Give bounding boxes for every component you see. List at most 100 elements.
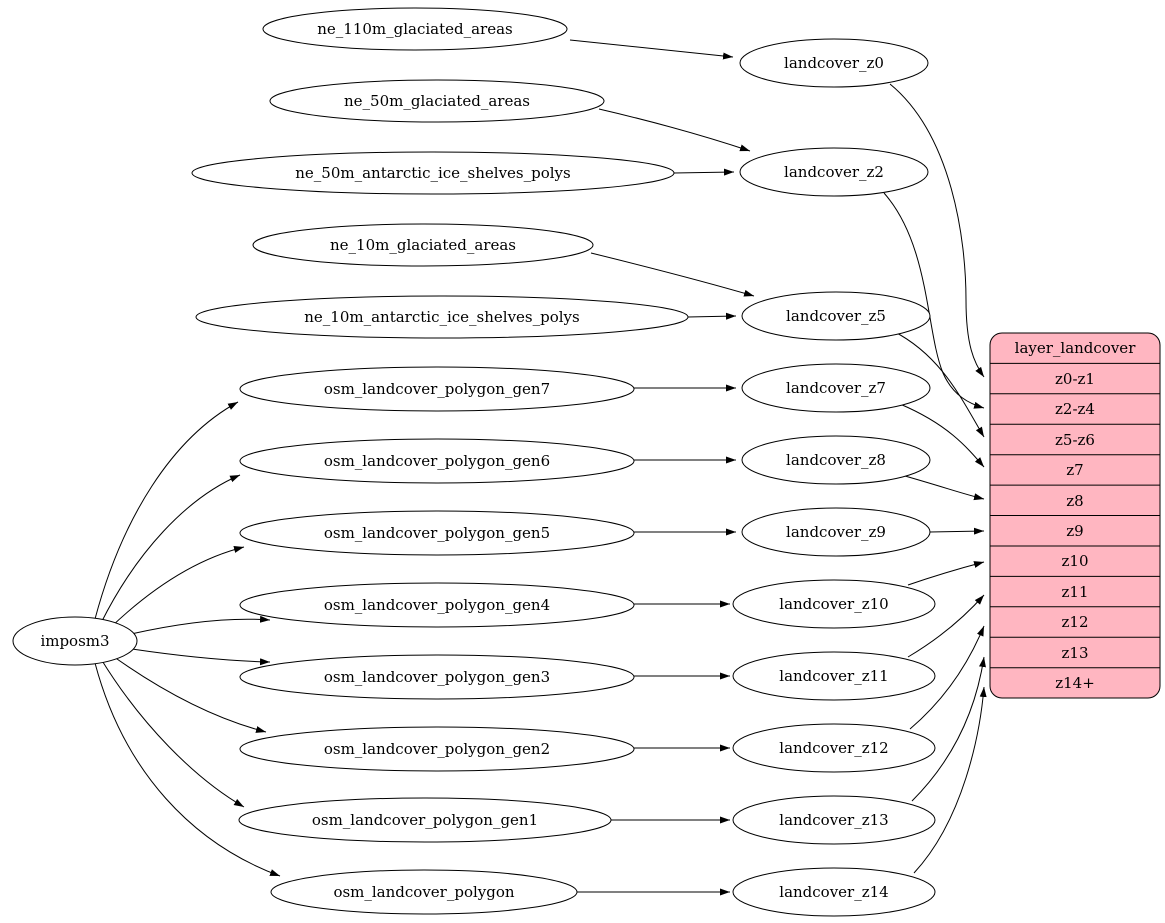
node-landcover_z10: landcover_z10 (732, 579, 936, 629)
node-osm_landcover_polygon_gen3: osm_landcover_polygon_gen3 (239, 654, 635, 700)
node-ne_50m_antarctic_ice_shelves_polys-label: ne_50m_antarctic_ice_shelves_polys (295, 164, 570, 182)
node-landcover_z13-shape (732, 795, 936, 845)
node-ne_10m_glaciated_areas-shape (252, 223, 594, 267)
node-ne_110m_glaciated_areas: ne_110m_glaciated_areas (262, 7, 568, 51)
node-osm_landcover_polygon_gen4: osm_landcover_polygon_gen4 (239, 582, 635, 628)
node-osm_landcover_polygon: osm_landcover_polygon (270, 869, 578, 915)
node-ne_50m_glaciated_areas: ne_50m_glaciated_areas (269, 79, 605, 123)
node-osm_landcover_polygon_gen7-shape (239, 366, 635, 412)
node-ne_10m_antarctic_ice_shelves_polys-label: ne_10m_antarctic_ice_shelves_polys (304, 308, 579, 326)
node-layer_landcover-table: layer_landcover z0-z1 z2-z4 z5-z6 z7 z8 … (989, 332, 1161, 699)
node-osm_landcover_polygon_gen3-shape (239, 654, 635, 700)
edge-imposm3-osm_landcover_polygon_gen4 (130, 615, 271, 635)
node-osm_landcover_polygon_gen6: osm_landcover_polygon_gen6 (239, 438, 635, 484)
edge-landcover_z14-row-z14plus (913, 686, 987, 874)
node-landcover_z11-shape (732, 651, 936, 701)
node-landcover_z8-label: landcover_z8 (786, 451, 886, 469)
node-landcover_z10-shape (732, 579, 936, 629)
node-landcover_z7: landcover_z7 (741, 363, 931, 413)
node-landcover_z8: landcover_z8 (741, 435, 931, 485)
node-osm_landcover_polygon_gen4-label: osm_landcover_polygon_gen4 (324, 596, 550, 614)
node-landcover_z5-shape (741, 291, 931, 341)
edge-landcover_z8-row-z8 (897, 473, 985, 501)
table-row-z5-z6: z5-z6 (1055, 431, 1095, 449)
table-row-z14plus: z14+ (1055, 674, 1095, 692)
table-row-z2-z4: z2-z4 (1055, 400, 1095, 418)
edge-ne_50m_glaciated_areas-landcover_z2 (598, 108, 751, 152)
table-row-z7: z7 (1066, 461, 1083, 479)
node-osm_landcover_polygon_gen7: osm_landcover_polygon_gen7 (239, 366, 635, 412)
node-landcover_z14-shape (732, 867, 936, 917)
node-landcover_z11-label: landcover_z11 (779, 667, 888, 685)
table-row-z8: z8 (1066, 492, 1083, 510)
node-ne_10m_glaciated_areas-label: ne_10m_glaciated_areas (330, 236, 516, 254)
edge-imposm3-osm_landcover_polygon_gen2 (109, 653, 267, 733)
edge-landcover_z5-row-z5-z6 (892, 330, 985, 438)
node-imposm3-shape (12, 616, 138, 666)
node-osm_landcover_polygon_gen5-shape (239, 510, 635, 556)
node-osm_landcover_polygon_gen5-label: osm_landcover_polygon_gen5 (324, 524, 550, 542)
node-osm_landcover_polygon-label: osm_landcover_polygon (333, 883, 514, 901)
edge-ne_10m_antarctic_ice_shelves_polys-landcover_z5 (687, 312, 737, 320)
node-ne_110m_glaciated_areas-label: ne_110m_glaciated_areas (317, 20, 513, 38)
edge-landcover_z7-row-z7 (899, 403, 985, 468)
node-landcover_z9: landcover_z9 (741, 507, 931, 557)
node-landcover_z13-label: landcover_z13 (779, 811, 888, 829)
node-osm_landcover_polygon_gen2: osm_landcover_polygon_gen2 (239, 726, 635, 772)
table-row-z11: z11 (1062, 583, 1089, 601)
edge-landcover_z0-row-z0-z1 (889, 83, 985, 378)
node-osm_landcover_polygon_gen2-label: osm_landcover_polygon_gen2 (324, 740, 550, 758)
table-row-z12: z12 (1062, 613, 1089, 631)
node-ne_50m_glaciated_areas-shape (269, 79, 605, 123)
edge-imposm3-osm_landcover_polygon (94, 662, 281, 877)
node-landcover_z0-shape (739, 38, 929, 88)
edge-imposm3-osm_landcover_polygon_gen6 (100, 474, 241, 624)
node-landcover_z7-label: landcover_z7 (786, 379, 886, 397)
node-osm_landcover_polygon_gen7-label: osm_landcover_polygon_gen7 (324, 380, 550, 398)
node-landcover_z9-label: landcover_z9 (786, 523, 886, 541)
node-ne_50m_antarctic_ice_shelves_polys-shape (191, 151, 675, 195)
node-ne_10m_antarctic_ice_shelves_polys-shape (195, 295, 689, 339)
table-row-z9: z9 (1066, 522, 1083, 540)
node-landcover_z2: landcover_z2 (739, 147, 929, 197)
layer_landcover-title: layer_landcover (1015, 339, 1137, 357)
edge-imposm3-osm_landcover_polygon_gen7 (94, 401, 239, 620)
node-landcover_z7-shape (741, 363, 931, 413)
edge-imposm3-osm_landcover_polygon_gen3 (131, 648, 271, 666)
nodes-group: imposm3 ne_110m_glaciated_areas ne_50m_g… (12, 7, 936, 917)
node-osm_landcover_polygon_gen1-label: osm_landcover_polygon_gen1 (312, 811, 538, 829)
node-osm_landcover_polygon-shape (270, 869, 578, 915)
node-landcover_z8-shape (741, 435, 931, 485)
node-osm_landcover_polygon_gen6-shape (239, 438, 635, 484)
node-osm_landcover_polygon_gen1-shape (238, 797, 612, 843)
table-row-z10: z10 (1062, 552, 1089, 570)
node-ne_50m_glaciated_areas-label: ne_50m_glaciated_areas (344, 92, 530, 110)
table-row-z0-z1: z0-z1 (1055, 370, 1095, 388)
edge-landcover_z12-row-z12 (909, 625, 985, 730)
node-landcover_z10-label: landcover_z10 (779, 595, 888, 613)
layer_landcover-table-separators (990, 362, 1160, 669)
node-landcover_z2-label: landcover_z2 (784, 163, 884, 181)
node-landcover_z9-shape (741, 507, 931, 557)
edge-ne_10m_glaciated_areas-landcover_z5 (590, 252, 755, 297)
edge-landcover_z13-row-z13 (911, 656, 986, 802)
edge-landcover_z10-row-z10 (907, 561, 985, 586)
edge-landcover_z11-row-z11 (907, 594, 985, 658)
node-landcover_z12-label: landcover_z12 (779, 739, 888, 757)
edge-ne_50m_antarctic_ice_shelves_polys-landcover_z2 (673, 168, 735, 176)
edges-group (94, 39, 987, 896)
node-landcover_z5-label: landcover_z5 (786, 307, 886, 325)
node-osm_landcover_polygon_gen4-shape (239, 582, 635, 628)
edge-landcover_z2-row-z2-z4 (883, 192, 985, 409)
node-osm_landcover_polygon_gen1: osm_landcover_polygon_gen1 (238, 797, 612, 843)
node-landcover_z0-label: landcover_z0 (784, 54, 884, 72)
node-ne_110m_glaciated_areas-shape (262, 7, 568, 51)
node-osm_landcover_polygon_gen5: osm_landcover_polygon_gen5 (239, 510, 635, 556)
node-landcover_z14: landcover_z14 (732, 867, 936, 917)
node-landcover_z0: landcover_z0 (739, 38, 929, 88)
node-landcover_z14-label: landcover_z14 (779, 883, 888, 901)
node-landcover_z5: landcover_z5 (741, 291, 931, 341)
node-landcover_z12: landcover_z12 (732, 723, 936, 773)
